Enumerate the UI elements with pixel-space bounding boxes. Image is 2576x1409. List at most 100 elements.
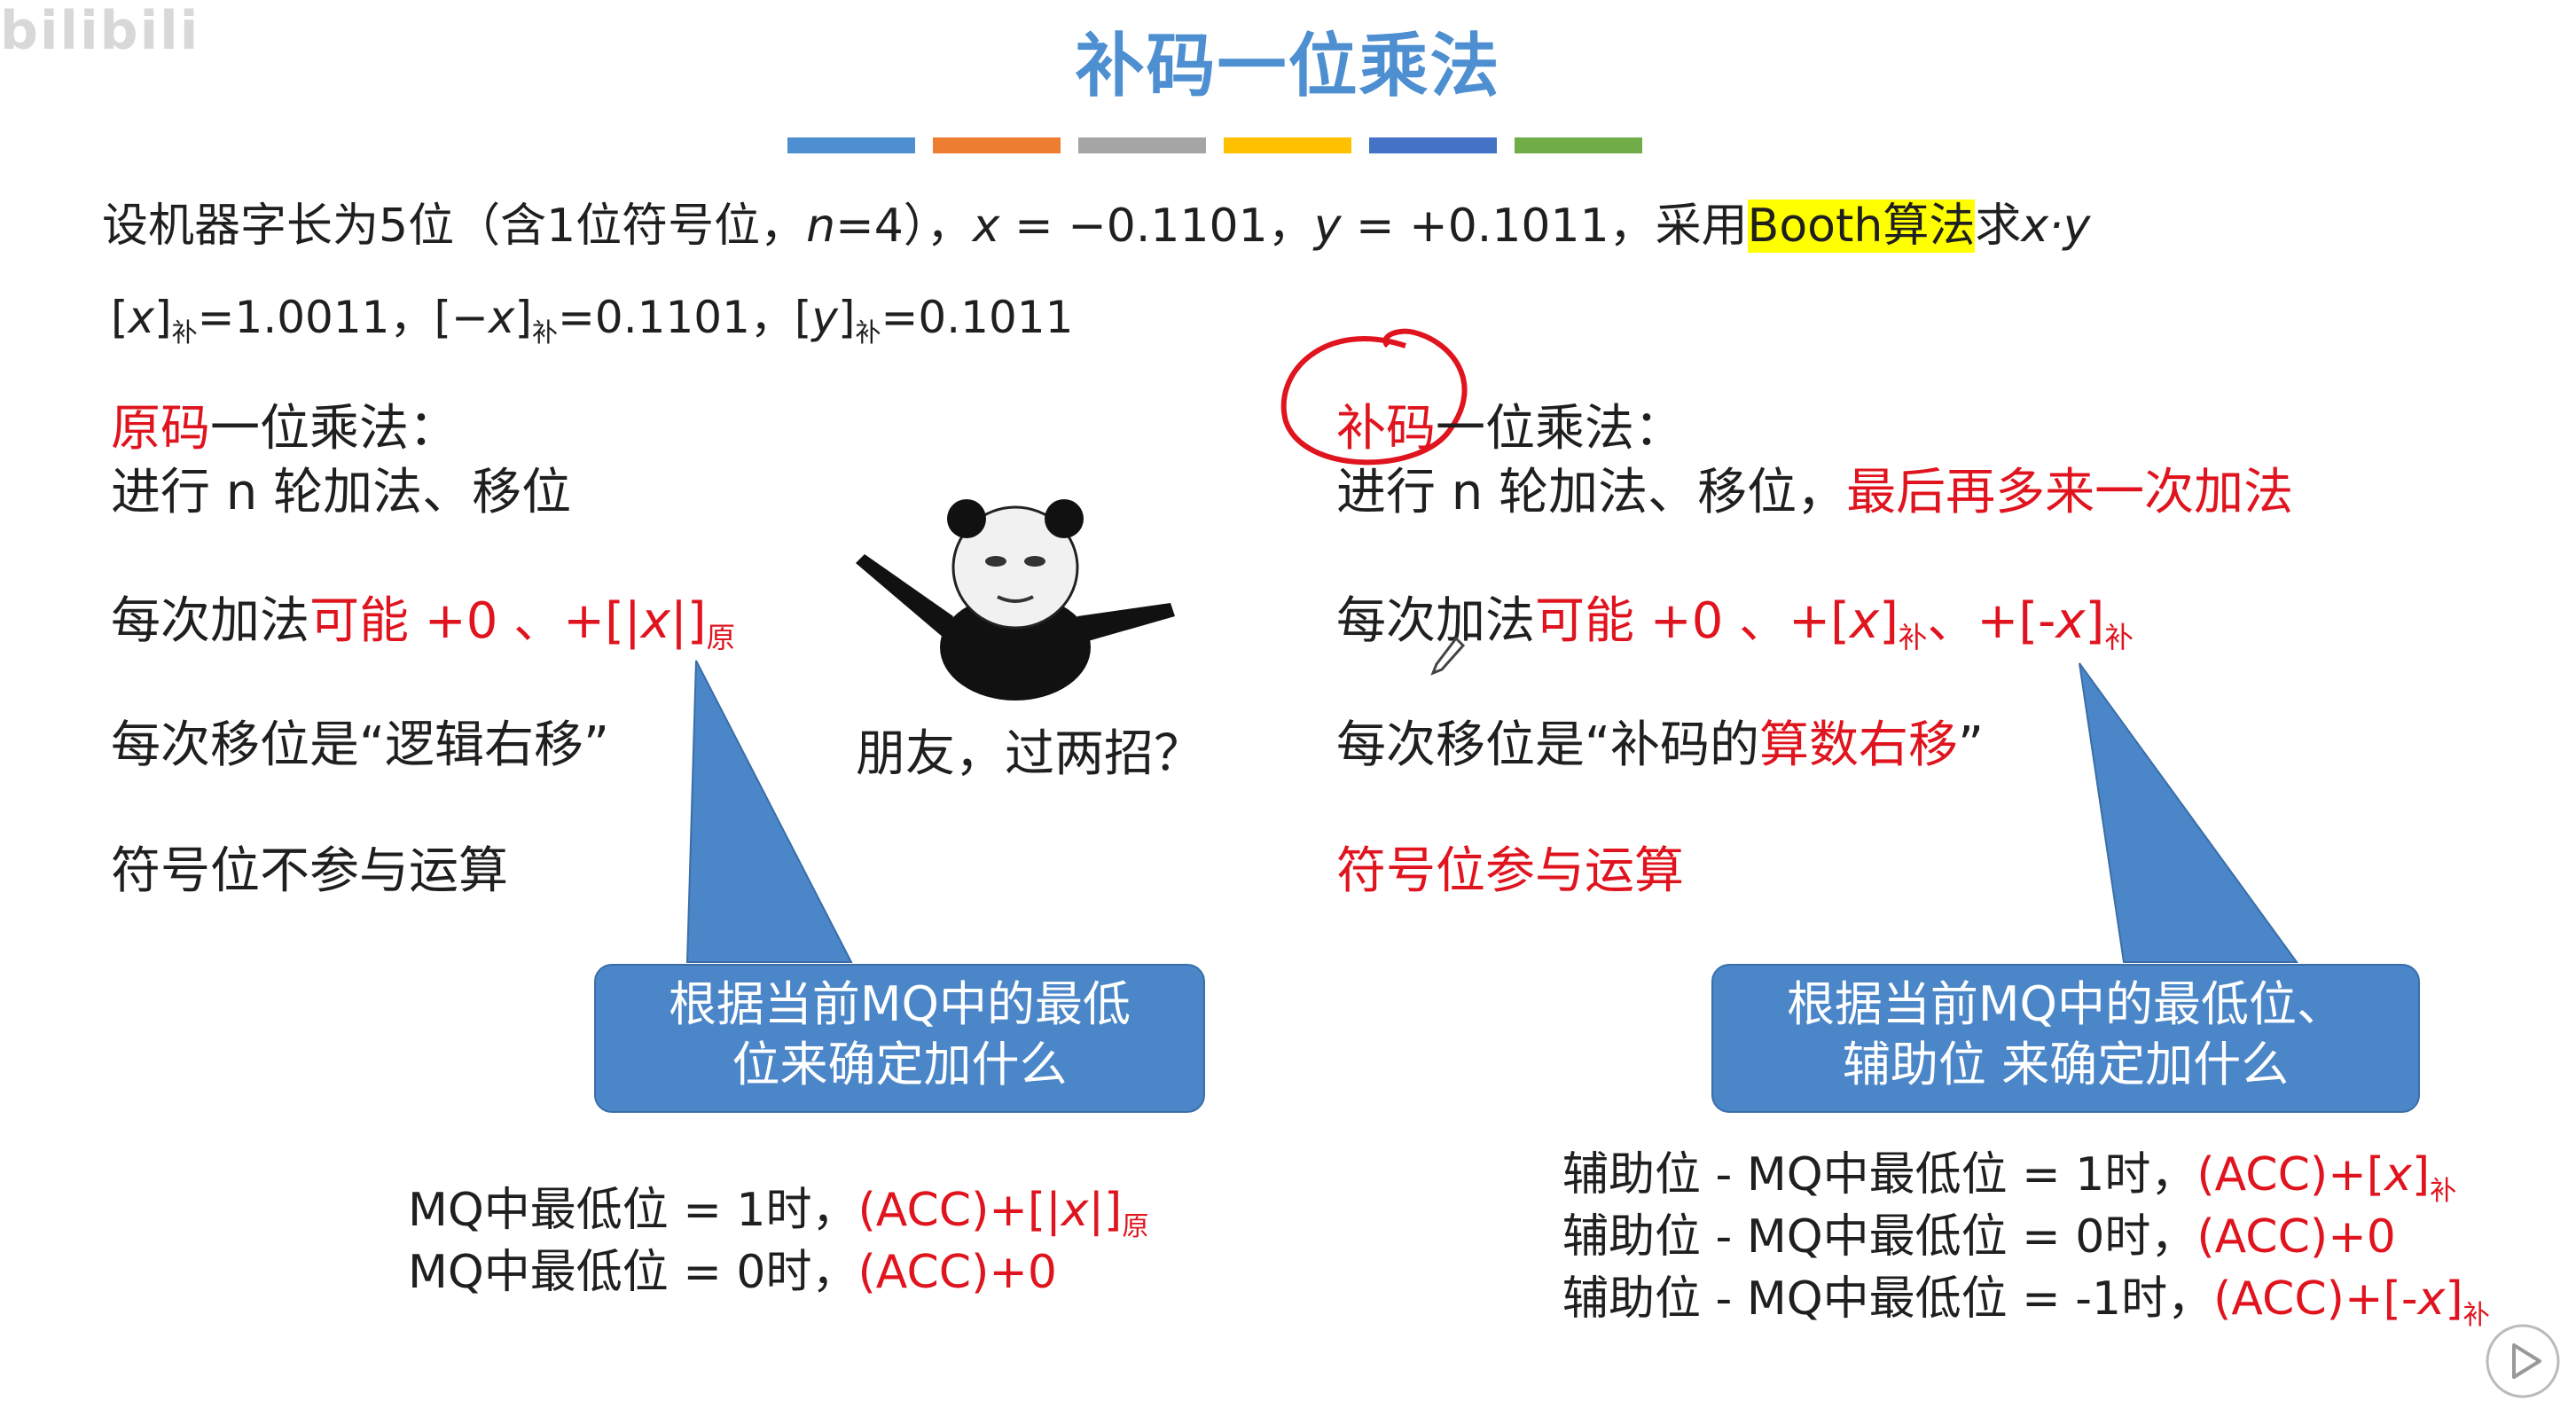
x-var: x [488,292,515,343]
meme-caption: 朋友，过两招？ [856,725,1203,783]
right-rule-3: 辅助位 - MQ中最低位 = -1时，(ACC)+[-x]补 [1562,1261,2490,1331]
right-shift-close: ” [1958,716,1985,774]
right-step1-text: 进行 n 轮加法、移位， [1336,464,1847,521]
neg-x-complement-value: =0.1101， [558,292,795,343]
left-rule-2: MQ中最低位 = 0时，(ACC)+0 [408,1234,1057,1301]
intro-y-var: y [1313,200,1342,253]
right-add-text: 每次加法 [1336,592,1535,650]
right-rule3-sub: 补 [2462,1299,2490,1331]
right-rule3-text: 辅助位 - MQ中最低位 = -1时， [1562,1272,2214,1326]
right-rule3-red: (ACC)+[- [2213,1272,2418,1326]
title-bar-5 [1369,137,1497,153]
left-rule2-text: MQ中最低位 = 0时， [408,1246,858,1299]
right-heading-rest: 一位乘法： [1436,400,1684,458]
left-add-text: 每次加法 [111,592,309,650]
intro-x-var: x [972,200,1000,253]
right-rule1-red2: ] [2411,1148,2431,1202]
right-add-sub2: 补 [2104,621,2134,655]
y-complement-value: =0.1011 [881,292,1074,343]
left-add-red: 可能 +0 、+[| [309,592,641,650]
left-sign: 符号位不参与运算 [111,842,508,900]
right-rule2-text: 辅助位 - MQ中最低位 = 0时， [1562,1210,2197,1264]
title-bar-2 [933,137,1061,153]
title-bar-3 [1078,137,1206,153]
left-add-x: x [640,592,670,650]
play-icon[interactable] [2483,1321,2563,1401]
left-rule1-text: MQ中最低位 = 1时， [408,1184,858,1237]
intro-ask: 求 [1975,200,2022,253]
right-callout: 根据当前MQ中的最低位、 辅助位 来确定加什么 [1711,964,2420,1113]
left-rule-1: MQ中最低位 = 1时，(ACC)+[|x|]原 [408,1172,1149,1242]
slide-title: 补码一位乘法 [1075,27,1501,106]
right-shift-text: 每次移位是“补码的 [1336,716,1760,774]
x-complement-value: =1.0011， [197,292,435,343]
intro-x-eq: = −0.1101， [999,200,1314,253]
right-heading: 补码一位乘法： [1336,388,1684,460]
intro-n-eq: =4）， [835,200,973,253]
left-rule2-red: (ACC)+0 [857,1246,1058,1299]
right-rule-2: 辅助位 - MQ中最低位 = 0时，(ACC)+0 [1562,1199,2396,1265]
right-add-red4: ] [2085,592,2105,650]
sub-bu: 补 [532,317,559,348]
booth-highlight: Booth算法 [1747,200,1976,253]
left-callout-line2: 位来确定加什么 [732,1037,1068,1092]
right-rule1-red: (ACC)+[ [2196,1148,2385,1202]
left-step1: 进行 n 轮加法、移位 [111,464,572,521]
intro-line-1: 设机器字长为5位（含1位符号位，n=4），x = −0.1101，y = +0.… [102,188,2090,254]
right-rule3-x: x [2417,1272,2446,1326]
right-shift: 每次移位是“补码的算数右移” [1336,705,1984,777]
bracket: ] [514,292,533,343]
intro-n-var: n [806,200,836,253]
right-callout-line1: 根据当前MQ中的最低位、 [1786,976,2345,1032]
right-add-x: x [1849,592,1880,650]
red-circle-annotation [1280,328,1468,466]
left-add-sub: 原 [706,621,736,655]
right-rule2-red: (ACC)+0 [2196,1210,2396,1264]
panda-meme-image [856,492,1175,701]
bracket: [ [794,292,812,343]
left-heading-red: 原码 [111,400,210,458]
left-callout: 根据当前MQ中的最低 位来确定加什么 [594,964,1205,1113]
right-shift-red: 算数右移 [1759,716,1959,774]
intro-line-2: [x]补=1.0011，[−x]补=0.1101，[y]补=0.1011 [111,282,1074,348]
title-bar-4 [1224,137,1351,153]
right-add-sub: 补 [1898,621,1928,655]
left-callout-pointer [685,660,853,963]
right-callout-pointer [2079,662,2298,963]
intro-text-a: 设机器字长为5位（含1位符号位， [102,200,807,253]
right-rule-1: 辅助位 - MQ中最低位 = 1时，(ACC)+[x]补 [1562,1137,2456,1207]
bracket: [− [434,292,489,343]
left-add-red2: |] [669,592,707,650]
left-shift: 每次移位是“逻辑右移” [111,716,610,774]
left-heading-rest: 一位乘法： [210,400,458,458]
title-bar-1 [787,137,915,153]
left-callout-line1: 根据当前MQ中的最低 [668,976,1131,1032]
right-add-red: 可能 +0 、+[ [1535,592,1850,650]
right-rule1-text: 辅助位 - MQ中最低位 = 1时， [1562,1148,2197,1202]
right-rule1-x: x [2384,1148,2412,1202]
bracket: ] [838,292,856,343]
right-add-red3: 、+[- [1927,592,2056,650]
right-step1: 进行 n 轮加法、移位，最后再多来一次加法 [1336,452,2293,524]
right-add-line: 每次加法可能 +0 、+[x]补、+[-x]补 [1336,581,2134,655]
right-rule3-red2: ] [2445,1272,2463,1326]
right-add-x2: x [2055,592,2086,650]
left-rule1-x: x [1061,1184,1089,1237]
left-rule1-red: (ACC)+[| [857,1184,1061,1237]
right-add-red2: ] [1879,592,1899,650]
right-heading-red: 补码 [1336,400,1436,458]
right-rule1-sub: 补 [2430,1175,2457,1207]
intro-y-eq: = +0.1011，采用 [1341,200,1748,253]
left-rule1-sub: 原 [1122,1210,1149,1242]
title-bar-6 [1515,137,1642,153]
x-var: x [128,292,155,343]
intro-xy: x·y [2021,200,2091,253]
bracket: ] [154,292,172,343]
sub-bu: 补 [171,317,198,348]
pencil-cursor-icon [1430,636,1465,676]
watermark-logo: bilibili [0,0,200,62]
left-rule1-red2: |] [1088,1184,1123,1237]
right-callout-line2: 辅助位 来确定加什么 [1842,1037,2290,1092]
left-add-line: 每次加法可能 +0 、+[|x|]原 [111,581,736,655]
right-sign: 符号位参与运算 [1336,842,1684,900]
